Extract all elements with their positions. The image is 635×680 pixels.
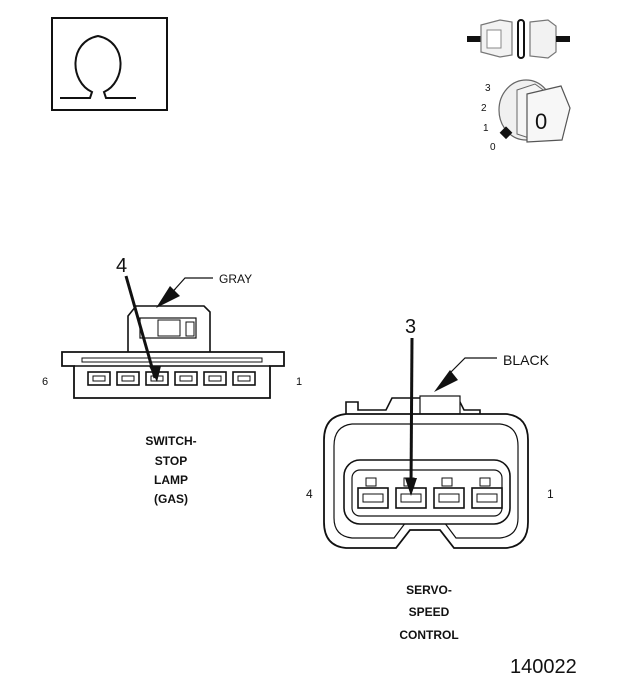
- caption-line: SERVO-: [406, 583, 452, 597]
- pin-cavity-row: [357, 487, 503, 509]
- key-position-0: 0: [490, 142, 496, 153]
- caption-line: SWITCH-: [145, 434, 196, 448]
- figure-number: 140022: [510, 656, 577, 678]
- left-pin-label-6: 6: [42, 376, 48, 388]
- left-pin-label-1: 1: [296, 376, 302, 388]
- key-position-1: 1: [483, 123, 489, 134]
- key-position-label: 0: [535, 109, 547, 134]
- caption-line: SPEED: [409, 605, 450, 619]
- caption-line: LAMP: [154, 473, 188, 487]
- left-wire-color: GRAY: [219, 272, 252, 286]
- left-connector-caption: SWITCH- STOP LAMP (GAS): [145, 434, 196, 506]
- ignition-key-icon: 3 2 1 0 0: [481, 79, 571, 153]
- right-connector-caption: SERVO- SPEED CONTROL: [399, 583, 458, 642]
- right-wire-color: BLACK: [503, 352, 550, 368]
- caption-line: (GAS): [154, 492, 188, 506]
- caption-line: STOP: [155, 454, 187, 468]
- right-pin-label-1: 1: [547, 487, 554, 501]
- caption-line: CONTROL: [399, 628, 458, 642]
- key-position-2: 2: [481, 103, 487, 114]
- pin-cavity-row: [87, 371, 256, 386]
- stop-lamp-switch-connector: [61, 275, 285, 399]
- key-position-3: 3: [485, 83, 491, 94]
- servo-speed-control-connector: [323, 337, 529, 549]
- disconnect-icon: [467, 19, 570, 59]
- left-callout-number: 4: [116, 255, 127, 277]
- right-callout-number: 3: [405, 316, 416, 338]
- right-pin-label-4: 4: [306, 487, 313, 501]
- ohmmeter-symbol: Ω: [51, 17, 168, 111]
